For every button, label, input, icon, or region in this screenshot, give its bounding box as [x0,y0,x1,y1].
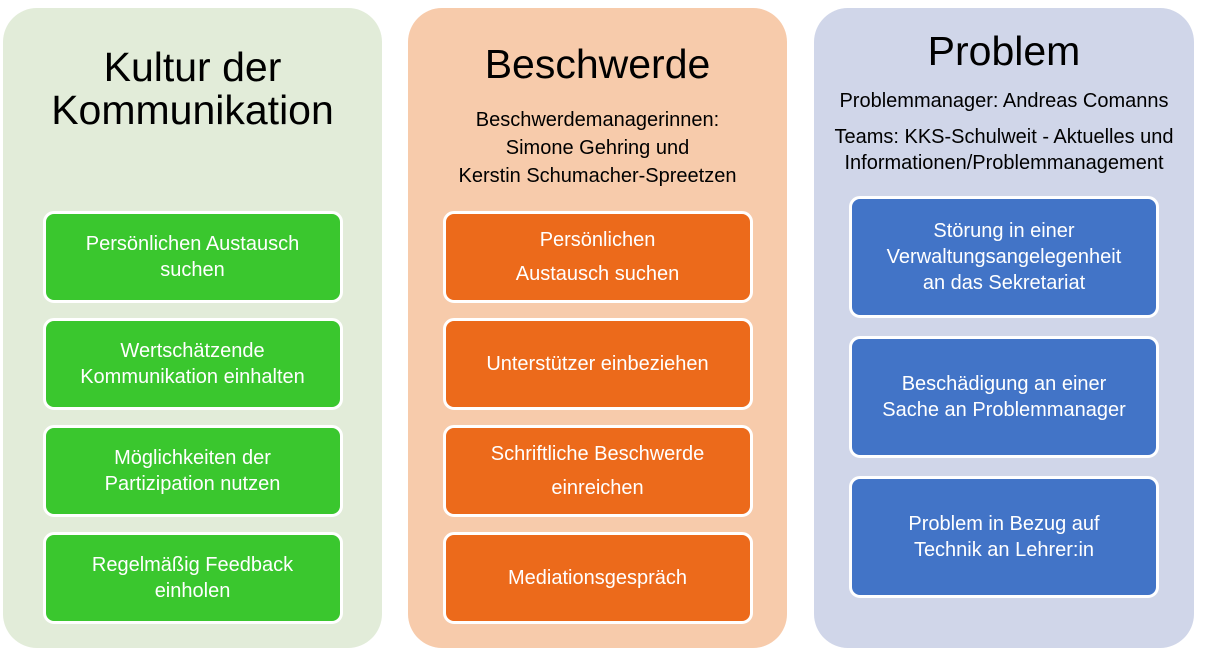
item-box[interactable]: Persönlichen Austausch suchen [42,211,343,303]
item-box[interactable]: Störung in einer Verwaltungsangelegenhei… [849,196,1159,318]
item-box[interactable]: Wertschätzende Kommunikation einhalten [42,318,343,410]
column-subtitle-problemmanager: Problemmanager: Andreas Comanns [839,89,1169,112]
column-problem: Problem Problemmanager: Andreas Comanns … [814,8,1194,648]
item-box[interactable]: Mediationsgespräch [442,532,753,624]
item-box[interactable]: Beschädigung an einer Sache an Problemma… [849,336,1159,458]
item-box[interactable]: Regelmäßig Feedback einholen [42,532,343,624]
item-list-beschwerde: Persönlichen Austausch suchen Unterstütz… [408,211,787,648]
column-kommunikation: Kultur der Kommunikation Persönlichen Au… [3,8,382,648]
item-box[interactable]: Unterstützer einbeziehen [442,318,753,410]
column-subtitle-teams: Teams: KKS-Schulweit - Aktuelles und Inf… [834,126,1174,174]
item-box[interactable]: Problem in Bezug auf Technik an Lehrer:i… [849,476,1159,598]
column-title-beschwerde: Beschwerde [484,41,711,87]
item-box[interactable]: Schriftliche Beschwerde einreichen [442,425,753,517]
item-box[interactable]: Persönlichen Austausch suchen [442,211,753,303]
column-subtitle-beschwerde: Beschwerdemanagerinnen: Simone Gehring u… [458,108,737,188]
item-list-kommunikation: Persönlichen Austausch suchen Wertschätz… [3,211,382,648]
item-list-problem: Störung in einer Verwaltungsangelegenhei… [814,196,1194,648]
column-beschwerde: Beschwerde Beschwerdemanagerinnen: Simon… [408,8,787,648]
column-title-kommunikation: Kultur der Kommunikation [51,44,334,133]
column-title-problem: Problem [927,28,1081,74]
item-box[interactable]: Möglichkeiten der Partizipation nutzen [42,425,343,517]
